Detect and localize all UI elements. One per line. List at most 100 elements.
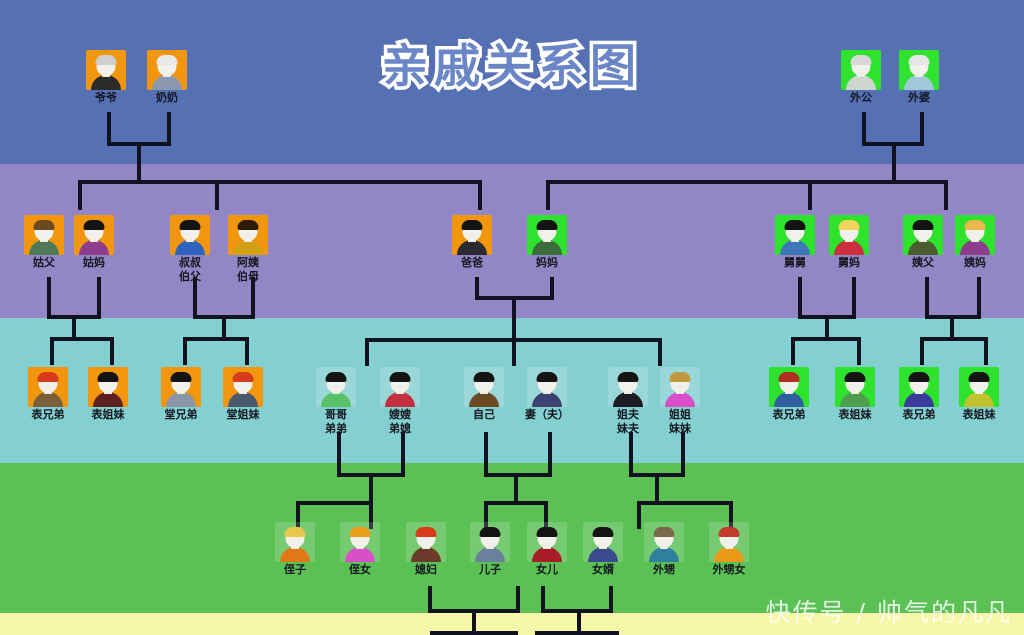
avatar-hair — [179, 220, 201, 230]
person-node[interactable]: 叔叔伯父 — [167, 215, 213, 283]
person-node[interactable]: 媳妇 — [403, 522, 449, 576]
avatar-body — [33, 392, 63, 407]
avatar-body — [93, 392, 123, 407]
person-node[interactable]: 姑父 — [21, 215, 67, 269]
connector-segment — [950, 315, 954, 339]
person-label: 嫂嫂 — [389, 408, 411, 421]
connector-segment — [548, 432, 552, 476]
person-label: 姑妈 — [83, 256, 105, 269]
avatar — [28, 367, 68, 407]
person-node[interactable]: 外甥女 — [706, 522, 752, 576]
person-node[interactable]: 外甥 — [641, 522, 687, 576]
person-node[interactable]: 嫂嫂弟媳 — [377, 367, 423, 435]
connector-segment — [78, 180, 82, 210]
avatar-body — [964, 392, 994, 407]
connector-segment — [484, 432, 488, 476]
connector-segment — [544, 501, 548, 529]
connector-segment — [484, 473, 552, 477]
person-node[interactable]: 堂姐妹 — [220, 367, 266, 421]
person-node[interactable]: 表姐妹 — [832, 367, 878, 421]
person-node[interactable]: 奶奶 — [144, 50, 190, 104]
person-label: 表姐妹 — [91, 408, 125, 421]
avatar-body — [469, 392, 499, 407]
connector-segment — [369, 501, 373, 529]
avatar-hair — [232, 372, 254, 382]
avatar-body — [228, 392, 258, 407]
avatar — [527, 522, 567, 562]
avatar-body — [613, 392, 643, 407]
connector-segment — [193, 277, 197, 319]
person-node[interactable]: 女儿 — [524, 522, 570, 576]
person-node[interactable]: 儿子 — [467, 522, 513, 576]
person-node[interactable]: 侄子 — [272, 522, 318, 576]
avatar-body — [280, 547, 310, 562]
person-node[interactable]: 堂兄弟 — [158, 367, 204, 421]
person-label: 表兄弟 — [772, 408, 806, 421]
connector-segment — [516, 586, 520, 613]
person-node[interactable]: 妻（夫） — [524, 367, 570, 421]
person-label-alt: 弟弟 — [325, 422, 347, 435]
person-node[interactable]: 姨妈 — [952, 215, 998, 269]
person-node[interactable]: 外公 — [838, 50, 884, 104]
person-node[interactable]: 外婆 — [896, 50, 942, 104]
person-node[interactable]: 阿姨伯母 — [225, 215, 271, 283]
connector-segment — [365, 338, 369, 366]
avatar-hair — [964, 220, 986, 230]
avatar-body — [904, 392, 934, 407]
avatar-body — [846, 75, 876, 90]
avatar — [841, 50, 881, 90]
avatar-body — [665, 392, 695, 407]
person-label: 表兄弟 — [31, 408, 65, 421]
avatar-body — [840, 392, 870, 407]
person-node[interactable]: 姐夫妹夫 — [605, 367, 651, 435]
connector-segment — [808, 180, 812, 210]
person-label: 外甥女 — [712, 563, 746, 576]
connector-segment — [637, 501, 733, 505]
person-label-alt: 伯母 — [237, 270, 259, 283]
person-node[interactable]: 表姐妹 — [956, 367, 1002, 421]
person-node[interactable]: 表兄弟 — [896, 367, 942, 421]
person-node[interactable]: 表兄弟 — [766, 367, 812, 421]
connector-segment — [925, 277, 929, 319]
avatar-hair — [389, 372, 411, 382]
person-label: 外公 — [850, 91, 872, 104]
avatar-hair — [170, 372, 192, 382]
avatar — [147, 50, 187, 90]
person-node[interactable]: 姑妈 — [71, 215, 117, 269]
avatar — [406, 522, 446, 562]
person-label: 外甥 — [653, 563, 675, 576]
person-node[interactable]: 哥哥弟弟 — [313, 367, 359, 435]
person-node[interactable]: 姐姐妹妹 — [657, 367, 703, 435]
person-label: 媳妇 — [415, 563, 437, 576]
connector-segment — [337, 432, 341, 476]
person-label: 舅妈 — [838, 256, 860, 269]
connector-segment — [550, 277, 554, 299]
person-node[interactable]: 舅舅 — [772, 215, 818, 269]
person-node[interactable]: 姨父 — [900, 215, 946, 269]
avatar-body — [79, 240, 109, 255]
connector-segment — [541, 586, 545, 613]
connector-segment — [47, 277, 51, 319]
person-node[interactable]: 表兄弟 — [25, 367, 71, 421]
person-node[interactable]: 妈妈 — [524, 215, 570, 269]
avatar — [527, 367, 567, 407]
connector-segment — [658, 338, 662, 366]
person-node[interactable]: 爷爷 — [83, 50, 129, 104]
person-label: 表兄弟 — [902, 408, 936, 421]
connector-segment — [977, 277, 981, 319]
avatar — [955, 215, 995, 255]
person-node[interactable]: 女婿 — [580, 522, 626, 576]
person-node[interactable]: 自己 — [461, 367, 507, 421]
person-node[interactable]: 侄女 — [337, 522, 383, 576]
avatar — [775, 215, 815, 255]
person-node[interactable]: 爸爸 — [449, 215, 495, 269]
avatar — [470, 522, 510, 562]
band-generation-4 — [0, 463, 1024, 613]
person-node[interactable]: 表姐妹 — [85, 367, 131, 421]
avatar-body — [91, 75, 121, 90]
avatar — [527, 215, 567, 255]
avatar-hair — [156, 55, 178, 65]
person-node[interactable]: 舅妈 — [826, 215, 872, 269]
avatar-body — [152, 75, 182, 90]
